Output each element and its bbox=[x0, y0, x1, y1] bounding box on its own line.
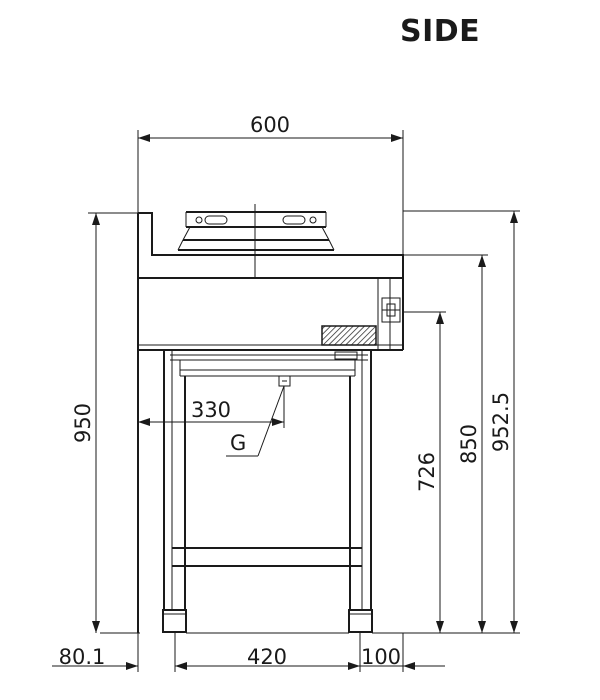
gas-connection-callout: G bbox=[226, 385, 285, 457]
dimension-label-80-1: 80.1 bbox=[59, 645, 106, 669]
dimension-952-5: 952.5 bbox=[403, 210, 520, 633]
dimension-726: 726 bbox=[403, 311, 446, 633]
legs bbox=[100, 350, 520, 634]
dimension-label-950: 950 bbox=[71, 403, 95, 443]
hatched-block bbox=[321, 325, 377, 346]
dimension-330: 330 bbox=[138, 386, 285, 428]
under-frame bbox=[170, 351, 368, 387]
gas-label: G bbox=[230, 431, 246, 455]
cabinet-body bbox=[137, 212, 404, 633]
dimension-label-850: 850 bbox=[457, 424, 481, 464]
dimension-label-952-5: 952.5 bbox=[489, 392, 513, 452]
dimension-label-600: 600 bbox=[250, 113, 290, 137]
dimension-label-330: 330 bbox=[191, 398, 231, 422]
dimension-label-726: 726 bbox=[415, 452, 439, 492]
bottom-dimensions: 80.1 420 100 bbox=[52, 633, 445, 672]
dimension-600: 600 bbox=[137, 113, 404, 278]
dimension-label-420: 420 bbox=[247, 645, 287, 669]
dimension-950: 950 bbox=[71, 212, 138, 633]
burner-assembly bbox=[177, 204, 335, 278]
dimension-850: 850 bbox=[403, 254, 488, 633]
view-title: SIDE bbox=[400, 14, 481, 49]
dimension-label-100: 100 bbox=[361, 645, 401, 669]
